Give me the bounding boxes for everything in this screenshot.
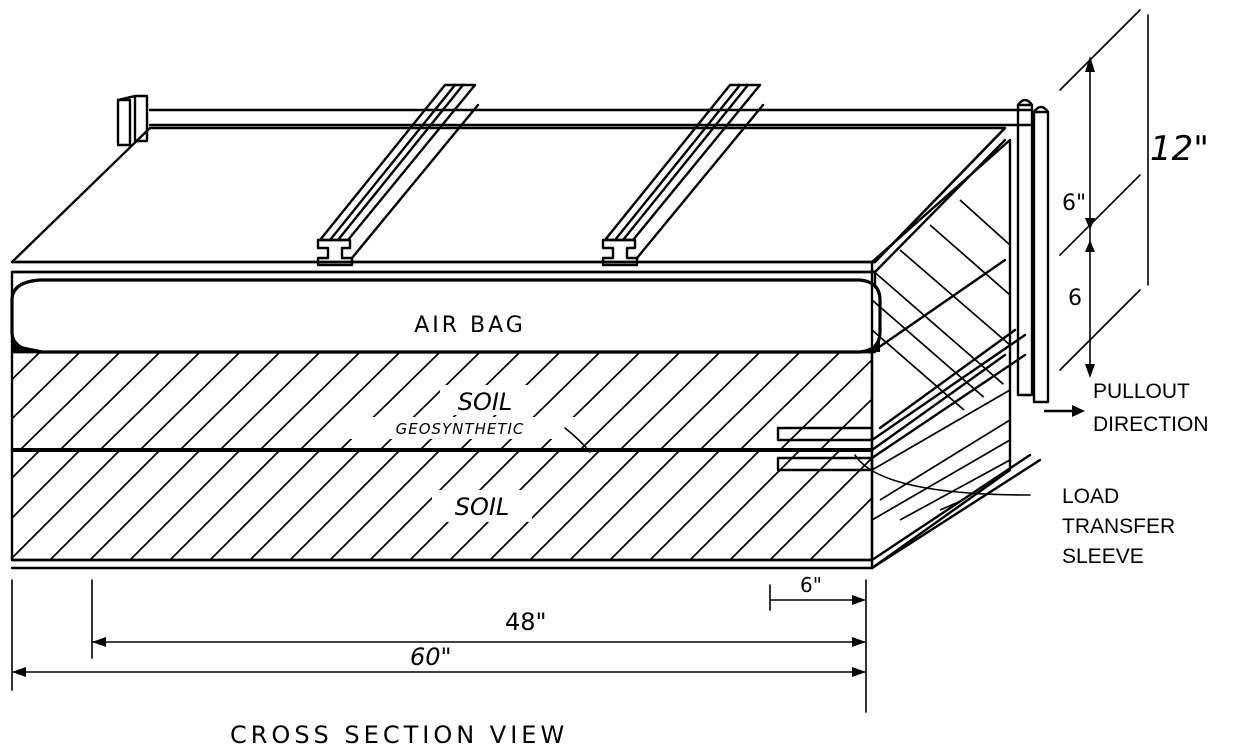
- caption: CROSS SECTION VIEW: [230, 721, 568, 748]
- dimension-lower-height: 6: [1068, 286, 1082, 311]
- sleeve-label-line1: LOAD: [1062, 485, 1119, 508]
- air-bag-label: AIR BAG: [414, 313, 526, 338]
- back-frame-bar: [148, 108, 1032, 127]
- soil-lower-label: SOIL: [455, 493, 510, 521]
- loading-beam-2: [601, 83, 765, 267]
- geosynthetic-label: GEOSYNTHETIC: [396, 420, 525, 438]
- pullout-label-line2: DIRECTION: [1093, 413, 1209, 436]
- loading-beam-1: [316, 83, 480, 267]
- dimension-total-height: 12": [1150, 129, 1209, 169]
- load-transfer-sleeve: [776, 328, 1027, 472]
- back-left-post: [116, 94, 149, 147]
- sleeve-callout: LOAD TRANSFER SLEEVE: [854, 454, 1175, 568]
- soil-lower-layer: SOIL: [10, 448, 874, 570]
- air-bag: AIR BAG: [10, 270, 882, 354]
- dimension-inner-length: 48": [505, 608, 547, 636]
- dimension-total-length: 60": [410, 643, 452, 671]
- sleeve-label-line2: TRANSFER: [1062, 515, 1175, 538]
- horizontal-dimensions: 6" 48" 60": [11, 573, 867, 713]
- soil-upper-layer: SOIL GEOSYNTHETIC: [10, 350, 874, 453]
- right-side-face: [870, 138, 1042, 570]
- top-plate: [10, 126, 1007, 274]
- dimension-upper-height: 6": [1062, 191, 1086, 216]
- pullout-label-line1: PULLOUT: [1093, 380, 1190, 403]
- dimension-sleeve-length: 6": [800, 573, 822, 597]
- vertical-dimensions: 12" 6" 6: [1059, 9, 1209, 378]
- sleeve-label-line3: SLEEVE: [1062, 545, 1144, 568]
- pullout-arrow: PULLOUT DIRECTION: [1043, 380, 1209, 436]
- front-right-post: [1016, 98, 1050, 404]
- soil-upper-label: SOIL: [458, 388, 513, 416]
